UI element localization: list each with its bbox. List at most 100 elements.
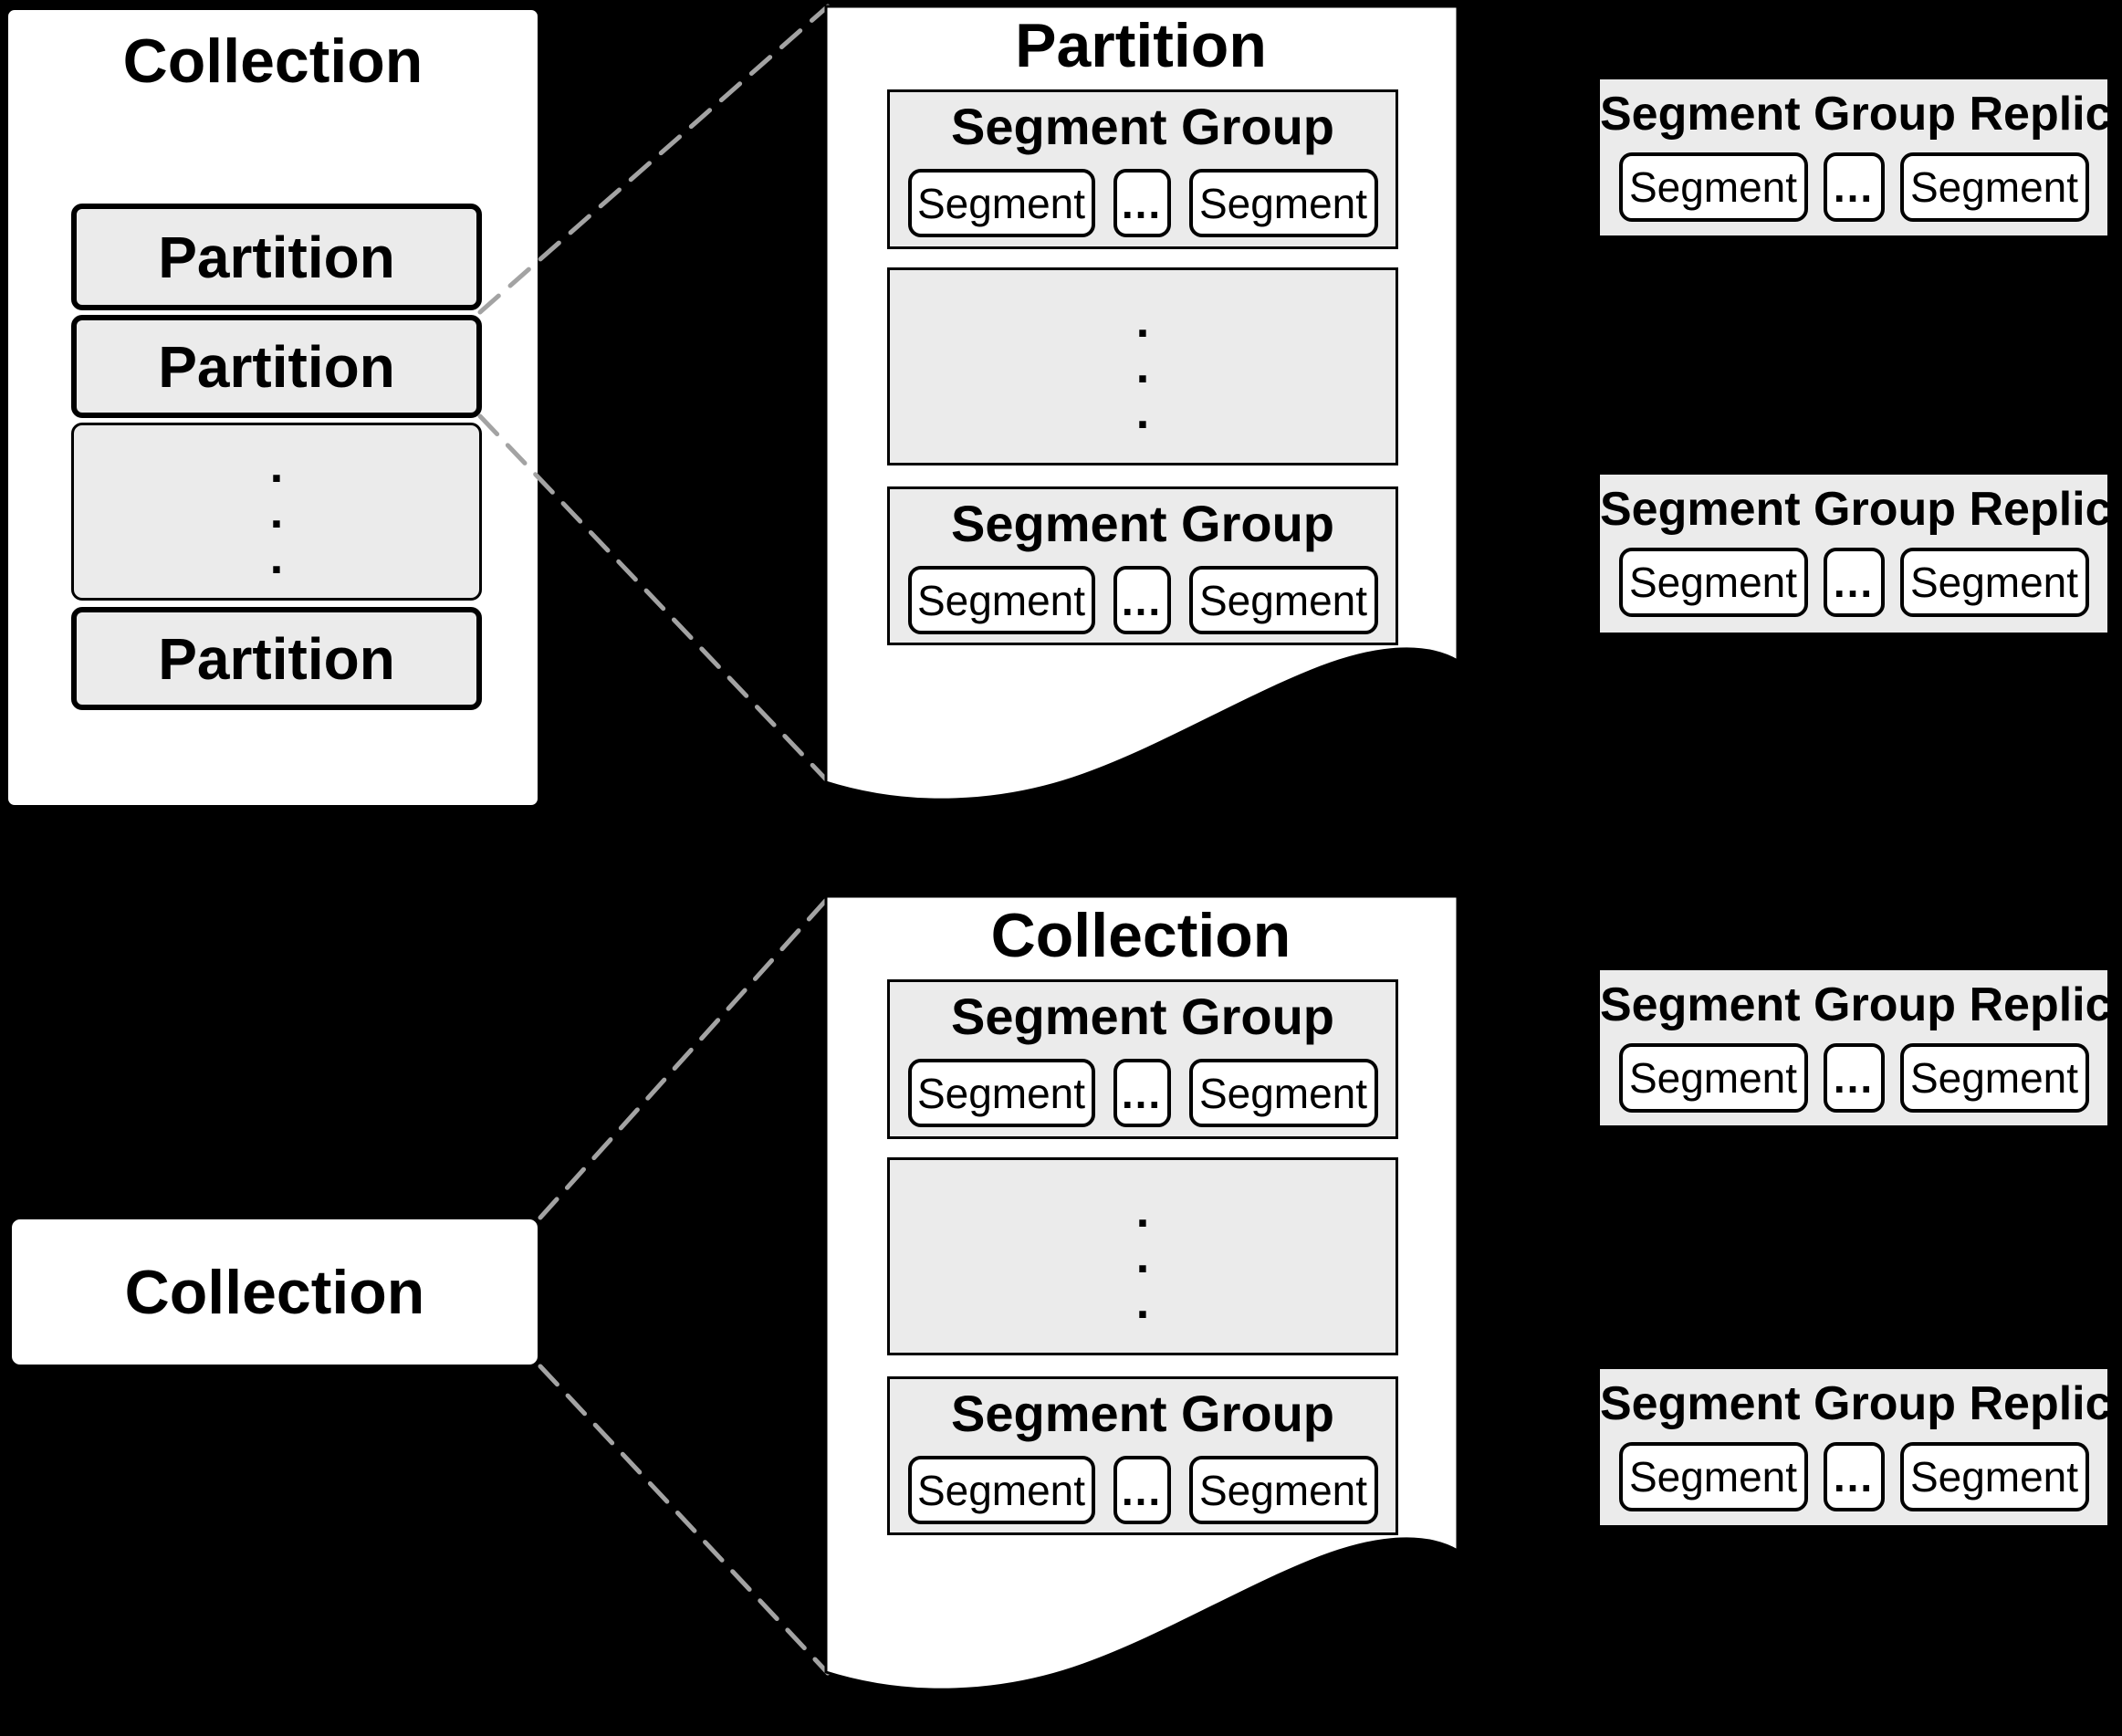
connector-line-collection-top	[538, 895, 831, 1220]
segment-group-box-1: Segment Group Segment ... Segment	[887, 89, 1398, 249]
collection-page-title: Collection	[990, 901, 1291, 970]
segment-label: Segment	[1628, 1453, 1798, 1501]
segment-box: Segment	[1618, 1442, 1808, 1511]
ellipsis-label: ...	[1121, 1069, 1163, 1117]
segment-label: Segment	[1628, 559, 1798, 606]
partition-row-1-label: Partition	[158, 224, 395, 290]
segment-row: Segment ... Segment	[890, 169, 1396, 237]
vertical-ellipsis-dot: .	[1135, 385, 1150, 439]
replica-2-title: Segment Group Replica	[1600, 483, 2122, 536]
segments-ellipsis-box: ...	[1823, 1043, 1885, 1113]
connector-line-partition-top	[477, 4, 831, 315]
vertical-ellipsis-dot: .	[269, 439, 284, 493]
segment-box: Segment	[1618, 152, 1808, 222]
segment-group-1-title: Segment Group	[950, 98, 1335, 155]
segment-row: Segment ... Segment	[890, 1456, 1396, 1524]
more-segment-groups-box: . . .	[887, 267, 1398, 465]
segments-ellipsis-box: ...	[1113, 1059, 1171, 1127]
segment-row: Segment ... Segment	[1600, 152, 2107, 222]
segment-group-3-title: Segment Group	[950, 988, 1335, 1045]
segment-label: Segment	[1198, 179, 1368, 227]
segment-row: Segment ... Segment	[1600, 1442, 2107, 1511]
ellipsis-label: ...	[1833, 1054, 1875, 1102]
segment-box: Segment	[907, 566, 1095, 634]
segments-ellipsis-box: ...	[1113, 169, 1171, 237]
segments-ellipsis-box: ...	[1823, 1442, 1885, 1511]
ellipsis-label: ...	[1121, 1466, 1163, 1514]
ellipsis-label: ...	[1833, 163, 1875, 211]
segments-ellipsis-box: ...	[1113, 1456, 1171, 1524]
replica-1-title: Segment Group Replica	[1600, 88, 2122, 141]
segment-box: Segment	[1899, 152, 2089, 222]
ellipsis-label: ...	[1833, 559, 1875, 606]
segment-row: Segment ... Segment	[890, 566, 1396, 634]
vertical-ellipsis-dot: .	[1135, 1184, 1150, 1238]
partition-more-rows-box: . . .	[71, 423, 482, 601]
segments-ellipsis-box: ...	[1113, 566, 1171, 634]
segment-box: Segment	[1188, 566, 1378, 634]
segment-group-2-title: Segment Group	[950, 495, 1335, 552]
segment-box: Segment	[907, 1456, 1095, 1524]
vertical-ellipsis-dot: .	[269, 485, 284, 539]
collection-overview-panel: Collection Partition Partition . . . Par…	[5, 7, 540, 808]
segment-label: Segment	[1628, 1054, 1798, 1102]
vertical-ellipsis-dot: .	[1135, 294, 1150, 348]
segment-label: Segment	[1909, 163, 2079, 211]
more-segment-groups-box: . . .	[887, 1157, 1398, 1355]
segment-box: Segment	[1188, 1456, 1378, 1524]
segment-row: Segment ... Segment	[1600, 548, 2107, 617]
segment-label: Segment	[1198, 1069, 1368, 1117]
segment-box: Segment	[1188, 169, 1378, 237]
segment-label: Segment	[1198, 576, 1368, 624]
segment-box: Segment	[1188, 1059, 1378, 1127]
ellipsis-label: ...	[1121, 576, 1163, 624]
connector-line-partition-bottom	[477, 413, 831, 784]
ellipsis-label: ...	[1121, 179, 1163, 227]
partition-row-1: Partition	[71, 204, 482, 310]
segment-label: Segment	[1909, 1453, 2079, 1501]
ellipsis-label: ...	[1833, 1453, 1875, 1501]
vertical-ellipsis-dot: .	[1135, 1229, 1150, 1283]
replica-4-title: Segment Group Replica	[1600, 1377, 2122, 1430]
segment-label: Segment	[1909, 559, 2079, 606]
segment-label: Segment	[1909, 1054, 2079, 1102]
segment-box: Segment	[1899, 1442, 2089, 1511]
segment-group-replica-box-3: Segment Group Replica Segment ... Segmen…	[1600, 970, 2122, 1125]
segment-group-replica-box-1: Segment Group Replica Segment ... Segmen…	[1600, 79, 2122, 235]
segment-group-4-title: Segment Group	[950, 1385, 1335, 1442]
segments-ellipsis-box: ...	[1823, 548, 1885, 617]
segment-box: Segment	[1618, 548, 1808, 617]
segment-box: Segment	[1899, 1043, 2089, 1113]
partition-row-3-label: Partition	[158, 625, 395, 692]
segment-group-replica-box-4: Segment Group Replica Segment ... Segmen…	[1600, 1369, 2122, 1525]
segment-box: Segment	[907, 169, 1095, 237]
segment-label: Segment	[916, 1069, 1086, 1117]
segment-box: Segment	[907, 1059, 1095, 1127]
vertical-ellipsis-dot: .	[1135, 340, 1150, 393]
partition-row-2: Partition	[71, 315, 482, 418]
segment-label: Segment	[916, 179, 1086, 227]
partition-row-3: Partition	[71, 607, 482, 710]
vertical-ellipsis-dot: .	[1135, 1275, 1150, 1329]
segment-label: Segment	[1628, 163, 1798, 211]
segment-label: Segment	[916, 576, 1086, 624]
partition-row-2-label: Partition	[158, 333, 395, 400]
segment-box: Segment	[1899, 548, 2089, 617]
segment-group-box-4: Segment Group Segment ... Segment	[887, 1376, 1398, 1535]
replica-3-title: Segment Group Replica	[1600, 978, 2122, 1031]
segment-group-replica-box-2: Segment Group Replica Segment ... Segmen…	[1600, 475, 2122, 633]
segment-label: Segment	[1198, 1466, 1368, 1514]
segment-row: Segment ... Segment	[890, 1059, 1396, 1127]
connector-line-collection-bottom	[538, 1364, 831, 1676]
segment-row: Segment ... Segment	[1600, 1043, 2107, 1113]
collection-overview-title: Collection	[122, 26, 423, 96]
collection-label: Collection	[124, 1257, 425, 1327]
segment-group-box-3: Segment Group Segment ... Segment	[887, 979, 1398, 1139]
collection-label-box: Collection	[9, 1217, 540, 1367]
segment-label: Segment	[916, 1466, 1086, 1514]
segment-box: Segment	[1618, 1043, 1808, 1113]
partition-page-title: Partition	[1015, 11, 1267, 80]
vertical-ellipsis-dot: .	[269, 530, 284, 584]
